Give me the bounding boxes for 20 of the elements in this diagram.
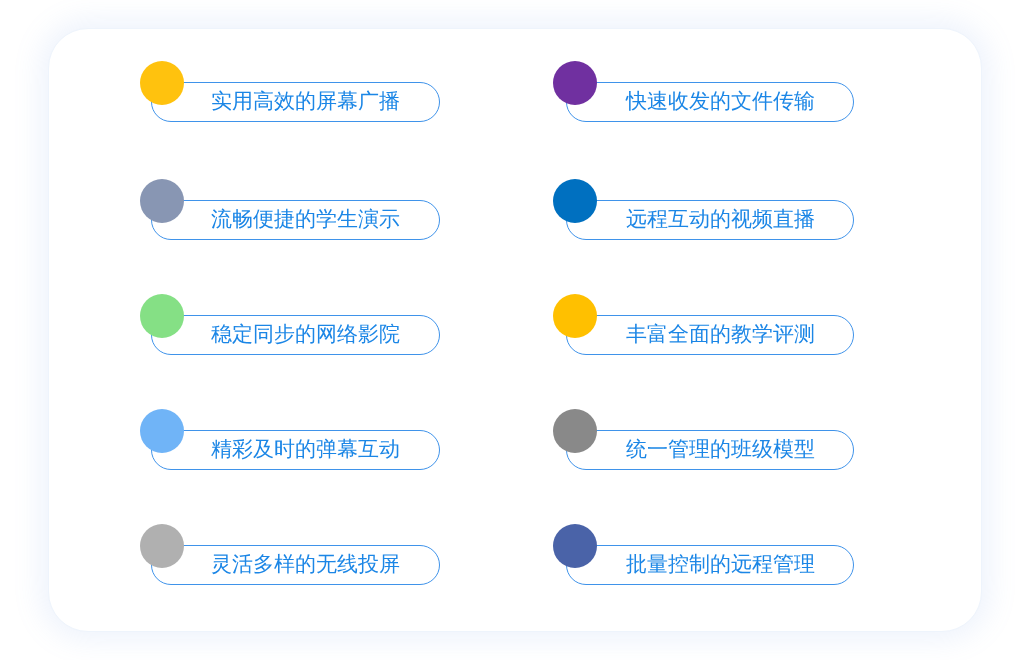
feature-label: 实用高效的屏幕广播	[211, 90, 400, 114]
feature-pill	[151, 545, 440, 585]
feature-pill	[151, 82, 440, 122]
feature-label: 精彩及时的弹幕互动	[211, 438, 400, 462]
feature-pill	[566, 545, 854, 585]
feature-label: 远程互动的视频直播	[625, 208, 815, 232]
feature-label: 流畅便捷的学生演示	[211, 208, 400, 232]
feature-label: 批量控制的远程管理	[625, 553, 815, 577]
feature-pill	[566, 82, 854, 122]
feature-pill	[566, 200, 854, 240]
feature-pill	[151, 430, 440, 470]
feature-label: 丰富全面的教学评测	[625, 323, 815, 347]
feature-pill	[566, 315, 854, 355]
feature-label: 稳定同步的网络影院	[211, 323, 400, 347]
feature-label: 统一管理的班级模型	[625, 438, 815, 462]
feature-pill	[151, 200, 440, 240]
feature-pill	[151, 315, 440, 355]
feature-label: 快速收发的文件传输	[625, 90, 815, 114]
feature-label: 灵活多样的无线投屏	[211, 553, 400, 577]
feature-pill	[566, 430, 854, 470]
